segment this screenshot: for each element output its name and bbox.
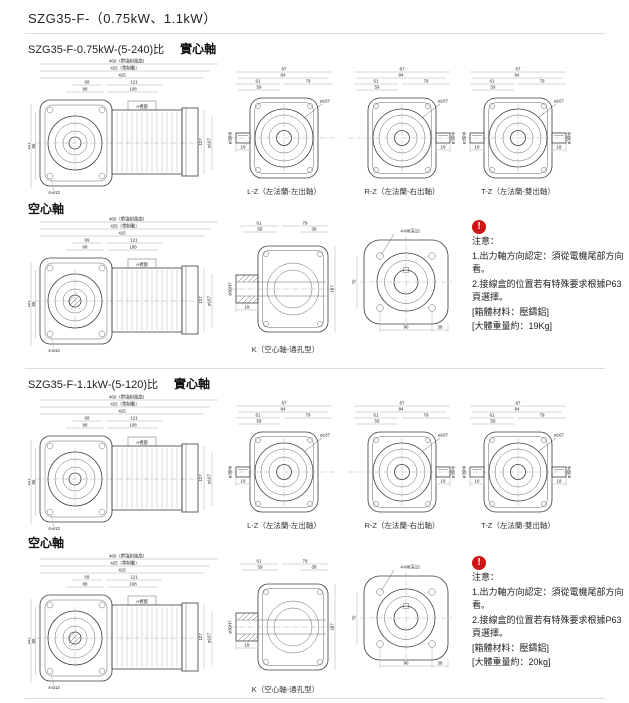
view-lz-075kw: [228, 64, 340, 182]
section1-hollow-shaft-label: 空心軸: [28, 202, 65, 216]
notes-line1: 1.出力軸方向認定：須從電機尾部方向看。: [472, 250, 624, 275]
notes-weight: [大體重量約：19Kg]: [472, 321, 553, 331]
notes-title: 注意：: [472, 236, 500, 246]
divider-top: [25, 33, 605, 34]
section1-heading-row: SZG35-F-0.75kW-(5-240)比 實心軸: [28, 40, 216, 57]
view-tz-11kw: [462, 398, 574, 516]
caption-lz-11kw: L-Z（左法蘭-左出軸）: [247, 521, 321, 530]
notes-material: [箱體材料：壓鑄鋁]: [472, 306, 550, 317]
caption-rz-075kw: R-Z（左法蘭-右出軸）: [364, 187, 440, 196]
view-tz-075kw: [462, 64, 574, 182]
notes-material: [箱體材料：壓鑄鋁]: [472, 642, 550, 653]
main-drawing-hollow-11kw: [28, 551, 223, 691]
main-drawing-hollow-075kw: [28, 214, 223, 354]
section2-heading: SZG35-F-1.1kW-(5-120)比: [28, 379, 158, 391]
view-rz-11kw: [346, 398, 458, 516]
caption-k-11kw: K（空心軸-通孔型）: [251, 685, 320, 694]
section2-hollow-shaft-label: 空心軸: [28, 536, 65, 550]
warning-icon: !: [472, 556, 486, 570]
divider-middle: [25, 368, 605, 369]
view-k-075kw: [228, 219, 337, 333]
section2-heading-row: SZG35-F-1.1kW-(5-120)比 實心軸: [28, 375, 210, 392]
notes-line2: 2.接線盒的位置若有特殊要求根據P63頁選擇。: [472, 278, 622, 303]
divider-bottom: [25, 698, 605, 699]
main-drawing-solid-11kw: [28, 392, 219, 532]
caption-tz-11kw: T-Z（左法蘭-雙出軸）: [481, 521, 555, 530]
warning-icon: !: [472, 220, 486, 234]
notes-line1: 1.出力軸方向認定：須從電機尾部方向看。: [472, 586, 624, 611]
view-k-11kw: [228, 557, 337, 671]
section1-heading: SZG35-F-0.75kW-(5-240)比: [28, 44, 165, 56]
notes-title: 注意：: [472, 572, 500, 582]
caption-lz-075kw: L-Z（左法蘭-左出軸）: [247, 187, 321, 196]
notes-weight: [大體重量約：20kg]: [472, 657, 551, 667]
main-drawing-solid-075kw: [28, 56, 219, 196]
view-rz-075kw: [346, 64, 458, 182]
notes-line2: 2.接線盒的位置若有特殊要求根據P63頁選擇。: [472, 614, 622, 639]
flange-drawing-075kw: [351, 227, 453, 333]
flange-drawing-11kw: [351, 563, 453, 669]
page-title: SZG35-F-（0.75kW、1.1kW）: [28, 11, 217, 26]
view-lz-11kw: [228, 398, 340, 516]
notes-block-075kw: ! 注意： 1.出力軸方向認定：須從電機尾部方向看。 2.接線盒的位置若有特殊要…: [472, 220, 627, 335]
caption-tz-075kw: T-Z（左法蘭-雙出軸）: [481, 187, 555, 196]
notes-block-11kw: ! 注意： 1.出力軸方向認定：須從電機尾部方向看。 2.接線盒的位置若有特殊要…: [472, 556, 627, 671]
section1-solid-shaft-label: 實心軸: [180, 42, 217, 56]
caption-rz-11kw: R-Z（左法蘭-右出軸）: [364, 521, 440, 530]
section2-solid-shaft-label: 實心軸: [174, 377, 211, 391]
caption-k-075kw: K（空心軸-通孔型）: [251, 345, 320, 354]
